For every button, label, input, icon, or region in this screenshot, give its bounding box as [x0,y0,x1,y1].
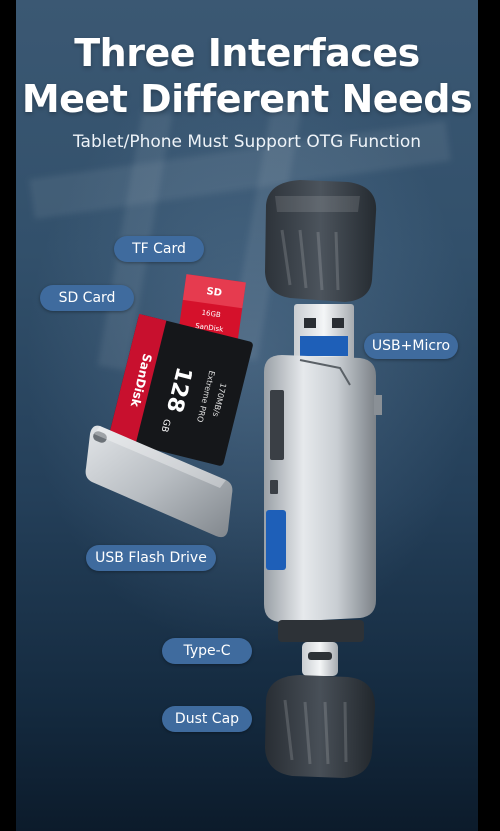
label-dust-cap: Dust Cap [162,706,252,732]
subtitle: Tablet/Phone Must Support OTG Function [72,132,422,152]
usb-a-port [266,510,286,570]
usb-a-plug [294,304,354,362]
top-dust-cap [265,180,377,302]
usb-flash-drive [85,425,233,538]
card-reader-body [264,355,382,622]
tf-slot [270,480,278,494]
label-tf-card: TF Card [114,236,204,262]
bottom-dust-cap [265,675,376,778]
tf-card-top-text: SD [206,286,223,299]
sd-slot [270,390,284,460]
type-c-plug [278,620,364,676]
label-usb-micro: USB+Micro [364,333,458,359]
label-usb-flash-drive: USB Flash Drive [86,545,216,571]
tf-card-brand: SanDisk [195,322,225,334]
tf-card: SD 16GB SanDisk [178,274,246,344]
headline-line-1: Three Interfaces [74,31,420,75]
right-black-bar [478,0,500,831]
tf-card-capacity: 16GB [201,309,221,320]
label-type-c: Type-C [162,638,252,664]
label-sd-card: SD Card [40,285,134,311]
sd-card-unit: GB [159,418,172,433]
headline-line-2: Meet Different Needs [21,77,473,121]
sd-card: SanDisk 128 GB Extreme PRO 170MB/s [108,313,253,466]
left-black-bar [0,0,16,831]
